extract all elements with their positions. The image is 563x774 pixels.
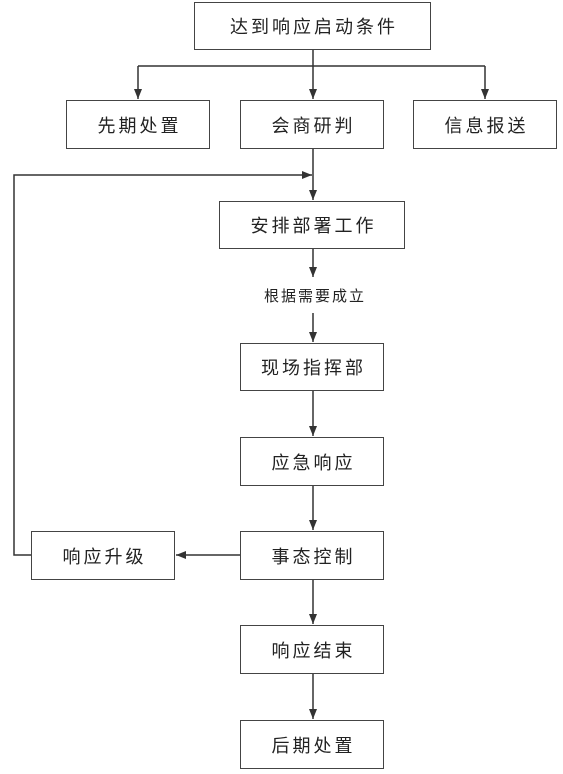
node-preliminary-handling: 先期处置 <box>66 100 210 149</box>
node-emergency-response: 应急响应 <box>240 437 384 486</box>
node-field-command-post: 现场指挥部 <box>240 343 384 391</box>
node-consultation: 会商研判 <box>240 100 384 149</box>
edge-label-as-needed: 根据需要成立 <box>263 287 366 305</box>
arrow-escalation-loop-back <box>13 171 312 556</box>
node-information-report: 信息报送 <box>413 100 557 149</box>
node-start-condition: 达到响应启动条件 <box>194 2 431 50</box>
node-deploy-work: 安排部署工作 <box>219 201 405 249</box>
node-situation-control: 事态控制 <box>240 531 384 580</box>
node-response-end: 响应结束 <box>240 625 384 674</box>
node-response-escalation: 响应升级 <box>31 531 175 580</box>
node-aftermath-handling: 后期处置 <box>240 720 384 769</box>
